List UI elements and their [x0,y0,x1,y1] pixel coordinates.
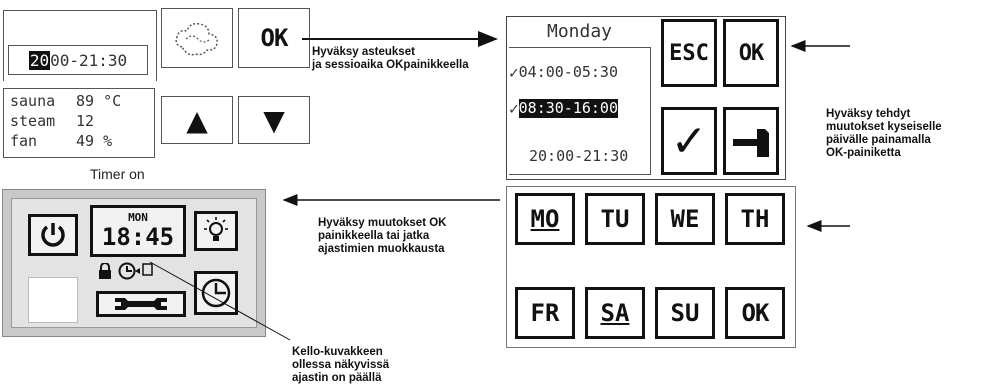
note-accept-or-continue: Hyväksy muutokset OK painikkeella tai ja… [318,217,447,255]
time-slot-3[interactable]: 20:00-21:30 [529,147,628,165]
value-label: fan [10,132,38,150]
time-slot-2[interactable]: ✓ 08:30-16:00 [509,99,618,118]
day-button-we[interactable]: WE [655,193,715,245]
session-time-rest: 00-21:30 [50,50,128,70]
power-button[interactable] [28,214,78,256]
value-label: sauna [10,92,56,110]
timer-icon [201,278,231,308]
esc-label: ESC [669,40,709,66]
ok-label: OK [260,24,289,52]
down-arrow-icon: ▼ [263,103,285,137]
blank-display [28,277,78,323]
light-icon [204,217,228,241]
day-button-mo[interactable]: MO [515,193,575,245]
main-screen: MON 18:45 [11,198,257,328]
slot-time: 04:00-05:30 [518,63,618,81]
up-arrow-icon: ▲ [186,103,208,137]
slot-check-icon: ✓ [509,99,519,118]
confirm-check-button[interactable]: ✓ [661,107,717,175]
steam-cloud-icon [175,22,218,56]
time-slot-1[interactable]: ✓ 04:00-05:30 [509,63,618,82]
day-schedule-screen: Monday ✓ 04:00-05:30 ✓ 08:30-16:00 20:00… [506,16,786,180]
steam-mode-button[interactable] [161,8,233,68]
ok-button[interactable]: OK [723,19,779,87]
day-button-th[interactable]: TH [725,193,785,245]
day-button-sa[interactable]: SA [585,287,645,339]
ok-button[interactable]: OK [238,8,310,68]
settings-wrench-button[interactable] [96,291,186,317]
check-icon: ✓ [670,115,708,167]
main-screen-bezel: MON 18:45 [2,189,266,337]
values-box: sauna 89 °C steam 12 fan 49 % [3,88,155,158]
light-button[interactable] [194,211,238,251]
settings-screen: 20 00-21:30 sauna 89 °C steam 12 fan 49 … [0,0,312,163]
slot-check-icon: ✓ [509,63,519,82]
slot-list [509,47,651,175]
ok-label: OK [738,40,764,66]
session-time-hour: 20 [28,50,51,70]
day-button-fr[interactable]: FR [515,287,575,339]
lock-icon [99,263,111,279]
edit-tool-button[interactable] [723,107,779,175]
slot-time: 08:30-16:00 [518,99,618,118]
up-button[interactable]: ▲ [161,96,233,144]
wrench-icon [115,298,167,310]
day-title: Monday [546,21,613,42]
hammer-icon [733,129,769,157]
down-button[interactable]: ▼ [238,96,310,144]
ok-button[interactable]: OK [725,287,785,339]
value-number: 12 [76,112,95,130]
slot-time: 20:00-21:30 [529,147,629,165]
value-row-steam: steam 12 [10,111,148,131]
day-button-tu[interactable]: TU [585,193,645,245]
clock-icon [118,262,153,280]
day-button-su[interactable]: SU [655,287,715,339]
note-clock: Kello-kuvakkeen ollessa näkyvissä ajasti… [292,346,390,384]
value-number: 89 °C [76,92,122,110]
value-row-sauna: sauna 89 °C [10,91,148,111]
time-display-frame [3,10,157,81]
timer-on-caption: Timer on [90,166,145,182]
value-label: steam [10,112,56,130]
power-icon [41,223,65,247]
esc-button[interactable]: ESC [661,19,717,87]
note-accept-day: Hyväksy tehdyt muutokset kyseiselle päiv… [826,108,942,159]
session-time-field[interactable]: 20 00-21:30 [8,45,148,75]
clock-time: 18:45 [101,222,175,251]
value-row-fan: fan 49 % [10,131,148,151]
clock-day: MON [128,210,148,224]
timer-button[interactable] [194,271,238,315]
value-number: 49 % [76,132,113,150]
clock-display[interactable]: MON 18:45 [90,205,186,257]
weekday-screen: MO TU WE TH FR SA SU OK [506,186,796,348]
note-accept-degrees: Hyväksy asteukset ja sessioaika OKpainik… [312,46,469,71]
